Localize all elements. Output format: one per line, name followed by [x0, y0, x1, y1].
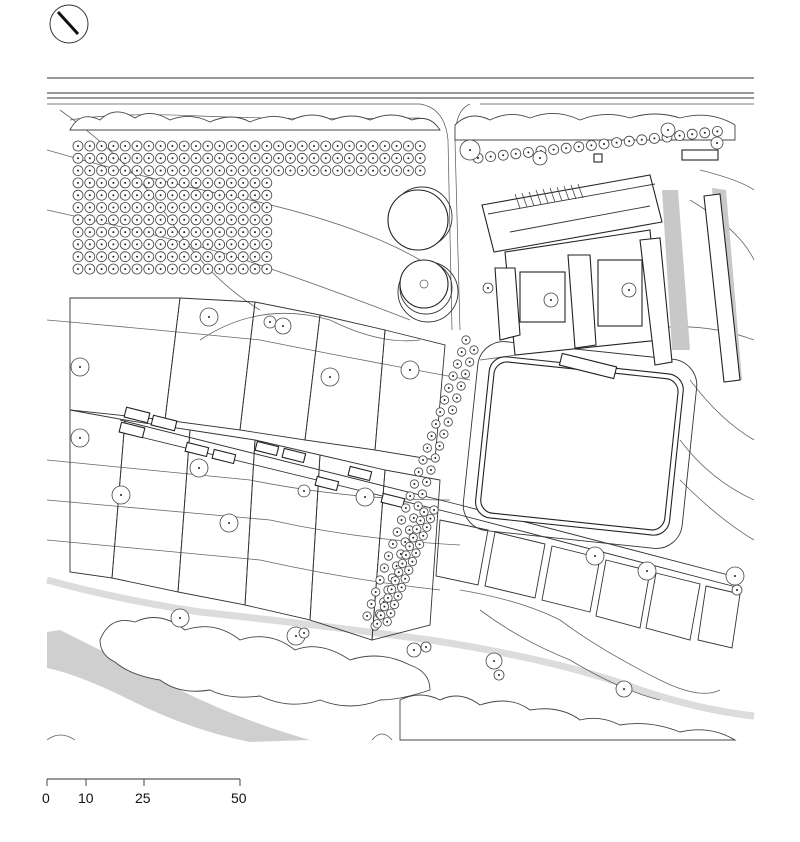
scale-label-50: 50 [231, 790, 247, 806]
roof-hatch [514, 183, 584, 209]
north-arrow-icon [49, 4, 89, 44]
scale-bar [46, 778, 241, 786]
scale-label-10: 10 [78, 790, 94, 806]
orchard-trees [72, 125, 723, 275]
silos [387, 186, 459, 323]
scale-label-0: 0 [42, 790, 50, 806]
tree-rows [362, 335, 479, 631]
sports-field [462, 341, 698, 549]
building-complex [481, 149, 742, 383]
scattered-trees [70, 122, 745, 698]
hedge-canopy [46, 111, 737, 741]
scale-label-25: 25 [135, 790, 151, 806]
field-parcels [69, 297, 741, 641]
lower-parcels [435, 519, 741, 649]
small-structures [118, 406, 406, 509]
